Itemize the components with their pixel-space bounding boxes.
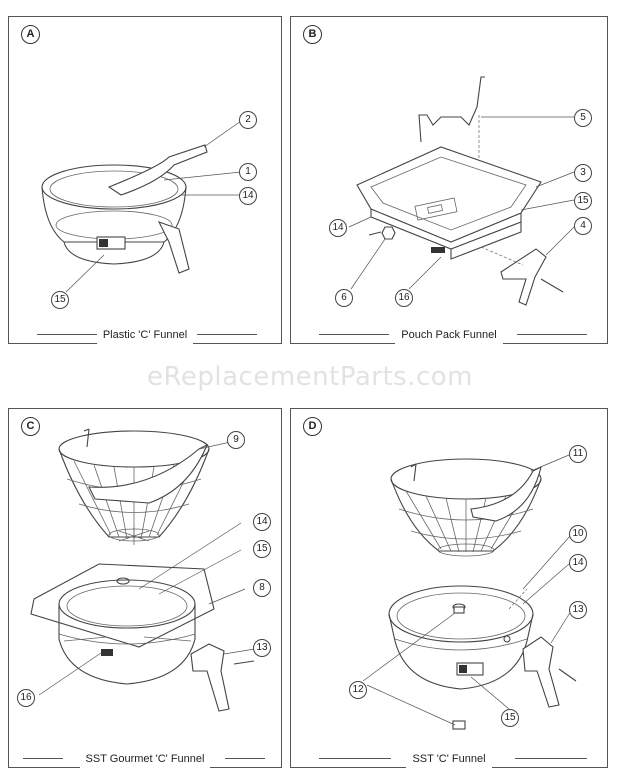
callout-6: 6 <box>335 289 353 307</box>
panel-letter: D <box>303 417 322 436</box>
callout-14: 14 <box>569 554 587 572</box>
callout-14: 14 <box>253 513 271 531</box>
panel-letter: B <box>303 25 322 44</box>
callout-9: 9 <box>227 431 245 449</box>
callout-15: 15 <box>51 291 69 309</box>
callout-13: 13 <box>253 639 271 657</box>
caption-rule-right <box>517 334 587 335</box>
caption-rule-right <box>225 758 265 759</box>
caption-rule-left <box>319 758 391 759</box>
callout-2: 2 <box>239 111 257 129</box>
callout-14: 14 <box>239 187 257 205</box>
callout-10: 10 <box>569 525 587 543</box>
sst-c-funnel-drawing <box>362 454 577 730</box>
callout-16: 16 <box>395 289 413 307</box>
watermark: eReplacementParts.com <box>146 362 473 392</box>
panel-d: D 11 10 14 13 12 15 <box>290 408 608 768</box>
panel-b: B 5 3 15 14 4 6 16 Pouch Pack Funnel <box>290 16 608 344</box>
callout-14: 14 <box>329 219 347 237</box>
callout-11: 11 <box>569 445 587 463</box>
panel-letter: C <box>21 417 40 436</box>
caption-rule-left <box>37 334 97 335</box>
callout-15: 15 <box>253 540 271 558</box>
callout-15: 15 <box>501 709 519 727</box>
callout-8: 8 <box>253 579 271 597</box>
caption-rule-right <box>197 334 257 335</box>
callout-13: 13 <box>569 601 587 619</box>
callout-5: 5 <box>574 109 592 127</box>
panel-letter: A <box>21 25 40 44</box>
callout-3: 3 <box>574 164 592 182</box>
callout-1: 1 <box>239 163 257 181</box>
plastic-c-funnel-drawing <box>41 120 242 293</box>
caption-rule-left <box>23 758 63 759</box>
callout-16: 16 <box>17 689 35 707</box>
caption-rule-left <box>319 334 389 335</box>
callout-4: 4 <box>574 217 592 235</box>
panel-caption: Pouch Pack Funnel <box>395 326 503 344</box>
sst-gourmet-c-funnel-drawing <box>30 428 256 712</box>
callout-12: 12 <box>349 681 367 699</box>
caption-rule-right <box>515 758 587 759</box>
panel-c: C 9 14 15 8 13 16 SST Gourmet <box>8 408 282 768</box>
panel-caption: SST Gourmet 'C' Funnel <box>79 750 211 768</box>
panel-caption: Plastic 'C' Funnel <box>96 326 194 344</box>
panel-a: A 2 1 14 15 Plastic 'C' Funnel <box>8 16 282 344</box>
callout-15: 15 <box>574 192 592 210</box>
pouch-pack-funnel-drawing <box>348 76 575 306</box>
panel-caption: SST 'C' Funnel <box>406 750 492 768</box>
